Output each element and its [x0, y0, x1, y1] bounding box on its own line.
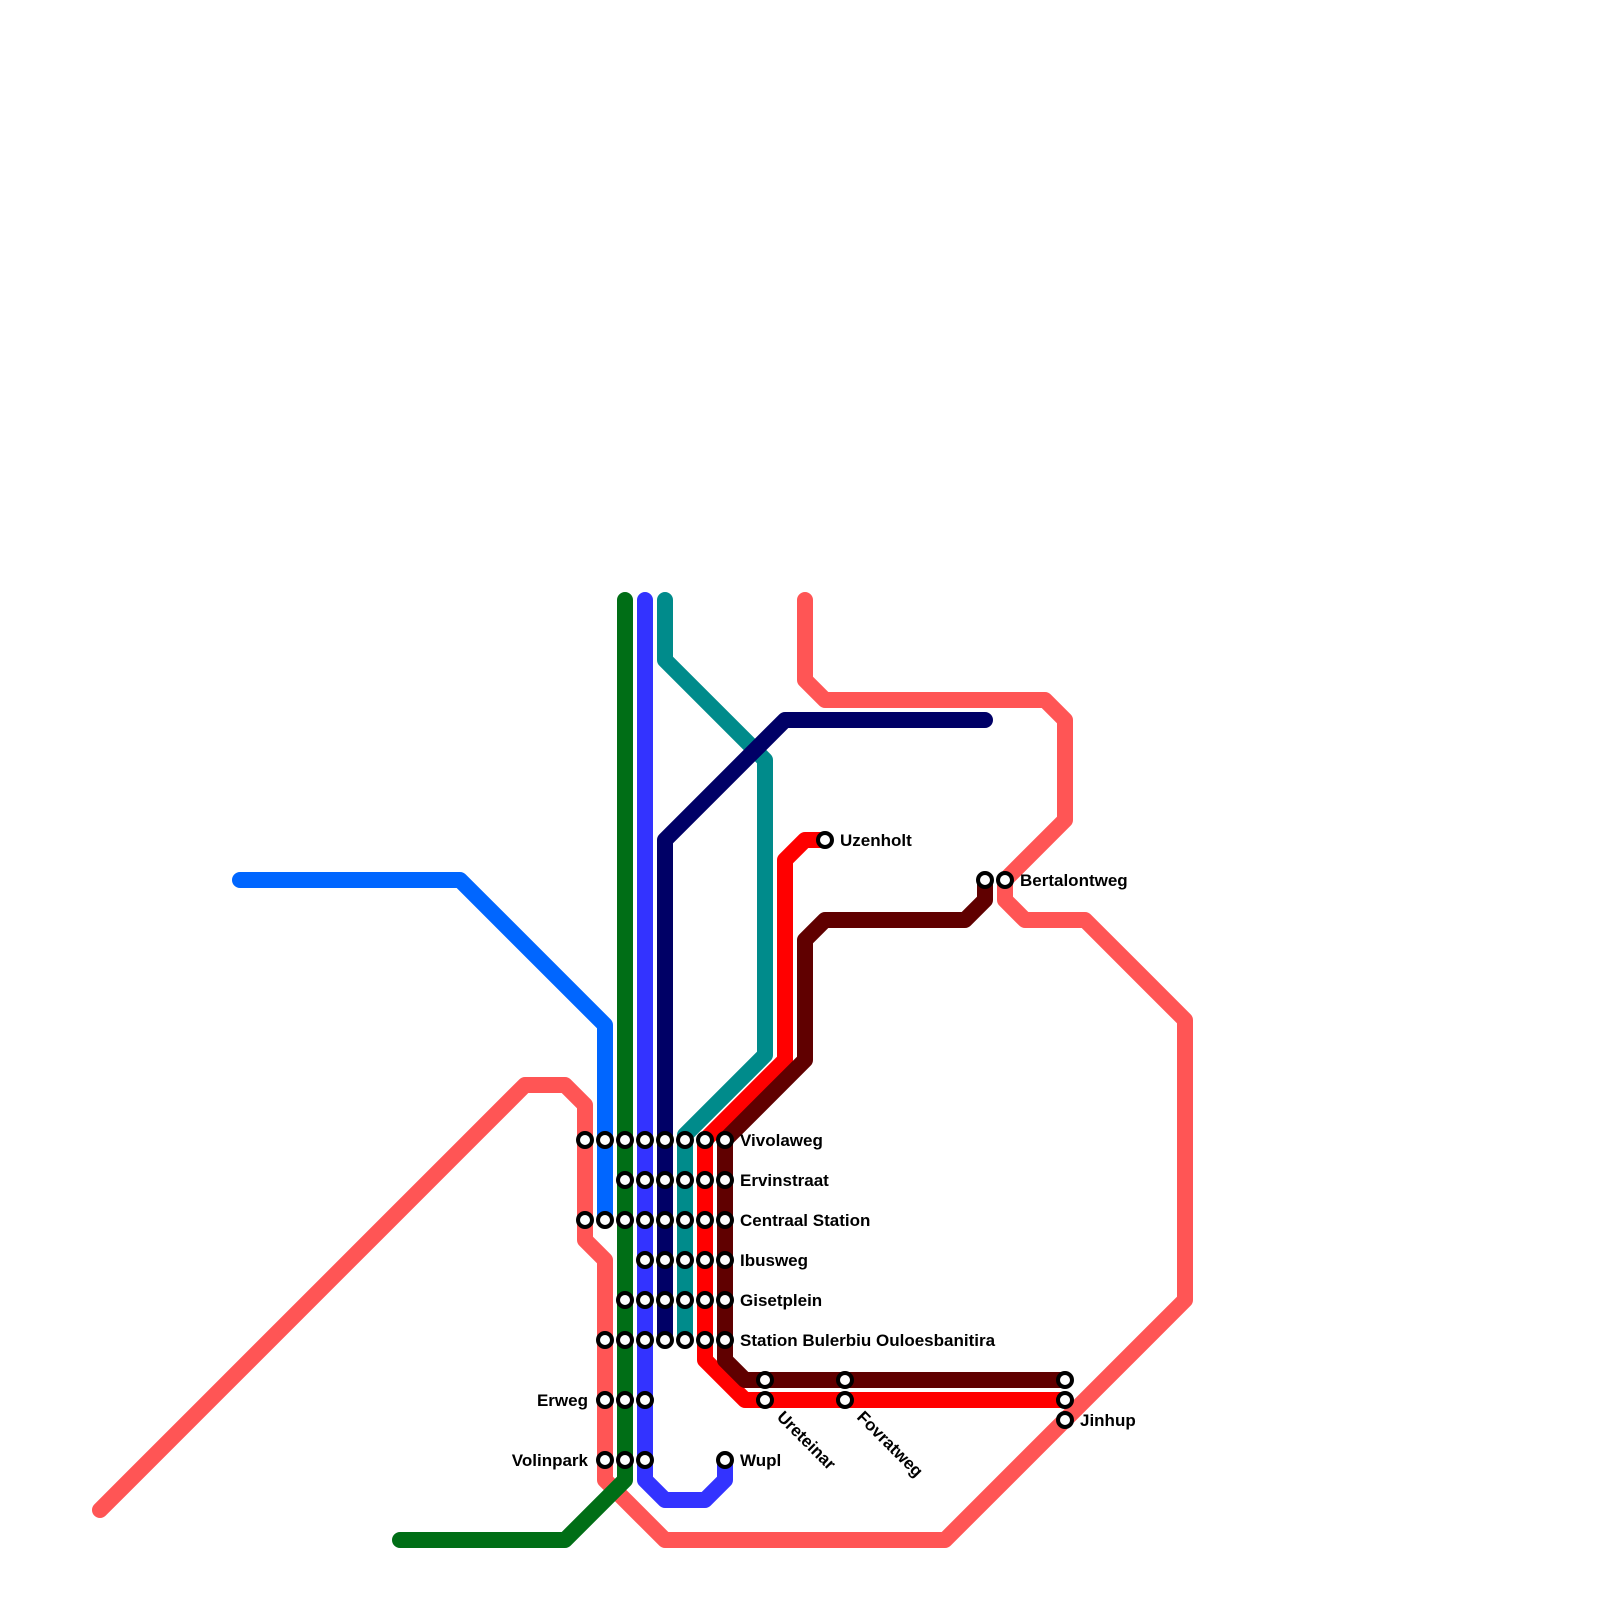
station-marker-bertalontweg — [996, 871, 1014, 889]
station-marker-gisetplein — [716, 1291, 734, 1309]
station-marker-ibusweg — [676, 1251, 694, 1269]
station-label-centraal-station: Centraal Station — [740, 1211, 870, 1230]
station-marker-station-bulerbiu-ouloesbanitira — [656, 1331, 674, 1349]
station-marker-vivolaweg — [636, 1131, 654, 1149]
red-line — [697, 832, 1073, 1408]
station-label-vivolaweg: Vivolaweg — [740, 1131, 823, 1150]
station-marker-fovratweg — [836, 1371, 854, 1389]
station-marker-centraal-station — [596, 1211, 614, 1229]
station-marker-centraal-station — [676, 1211, 694, 1229]
station-label-fovratweg: Fovratweg — [853, 1407, 927, 1481]
station-marker-centraal-station — [616, 1211, 634, 1229]
station-label-ibusweg: Ibusweg — [740, 1251, 808, 1270]
station-marker-gisetplein — [616, 1291, 634, 1309]
station-marker-centraal-station — [696, 1211, 714, 1229]
station-marker-station-bulerbiu-ouloesbanitira — [676, 1331, 694, 1349]
station-marker-jinhup — [1056, 1371, 1074, 1389]
station-marker-wupl — [716, 1451, 734, 1469]
station-marker-ervinstraat — [636, 1171, 654, 1189]
station-marker-centraal-station — [716, 1211, 734, 1229]
station-marker-vivolaweg — [656, 1131, 674, 1149]
station-marker-bertalontweg — [976, 871, 994, 889]
station-marker-ibusweg — [656, 1251, 674, 1269]
station-marker-ervinstraat — [676, 1171, 694, 1189]
station-marker-station-bulerbiu-ouloesbanitira — [636, 1331, 654, 1349]
station-marker-ervinstraat — [656, 1171, 674, 1189]
station-label-bertalontweg: Bertalontweg — [1020, 871, 1128, 890]
station-marker-jinhup — [1056, 1391, 1074, 1409]
station-marker-station-bulerbiu-ouloesbanitira — [696, 1331, 714, 1349]
station-marker-vivolaweg — [696, 1131, 714, 1149]
station-marker-ervinstraat — [716, 1171, 734, 1189]
station-marker-ureteinar — [756, 1371, 774, 1389]
station-label-erweg: Erweg — [537, 1391, 588, 1410]
station-marker-centraal-station — [656, 1211, 674, 1229]
station-marker-gisetplein — [636, 1291, 654, 1309]
station-marker-volinpark — [616, 1451, 634, 1469]
station-marker-ibusweg — [636, 1251, 654, 1269]
station-marker-volinpark — [636, 1451, 654, 1469]
station-marker-centraal-station — [636, 1211, 654, 1229]
station-marker-ibusweg — [696, 1251, 714, 1269]
station-marker-erweg — [596, 1391, 614, 1409]
station-marker-vivolaweg — [596, 1131, 614, 1149]
station-marker-uzenholt — [816, 831, 834, 849]
station-label-ureteinar: Ureteinar — [773, 1407, 839, 1473]
teal-line — [657, 592, 773, 1348]
station-label-gisetplein: Gisetplein — [740, 1291, 822, 1310]
station-label-jinhup: Jinhup — [1080, 1411, 1136, 1430]
station-marker-erweg — [636, 1391, 654, 1409]
station-marker-ibusweg — [716, 1251, 734, 1269]
station-marker-fovratweg — [836, 1391, 854, 1409]
station-marker-erweg — [616, 1391, 634, 1409]
station-marker-gisetplein — [676, 1291, 694, 1309]
station-label-wupl: Wupl — [740, 1451, 781, 1470]
station-marker-ervinstraat — [616, 1171, 634, 1189]
station-marker-jinhup — [1056, 1411, 1074, 1429]
station-marker-volinpark — [596, 1451, 614, 1469]
sky-blue-line — [232, 872, 613, 1228]
station-label-volinpark: Volinpark — [512, 1451, 589, 1470]
station-marker-station-bulerbiu-ouloesbanitira — [596, 1331, 614, 1349]
station-marker-vivolaweg — [576, 1131, 594, 1149]
navy-line — [657, 712, 993, 1348]
station-marker-gisetplein — [656, 1291, 674, 1309]
station-marker-ervinstraat — [696, 1171, 714, 1189]
station-marker-station-bulerbiu-ouloesbanitira — [616, 1331, 634, 1349]
station-marker-centraal-station — [576, 1211, 594, 1229]
station-marker-vivolaweg — [676, 1131, 694, 1149]
station-label-station-bulerbiu-ouloesbanitira: Station Bulerbiu Ouloesbanitira — [740, 1331, 996, 1350]
stations — [576, 831, 1074, 1469]
station-label-ervinstraat: Ervinstraat — [740, 1171, 829, 1190]
station-marker-ureteinar — [756, 1391, 774, 1409]
station-marker-station-bulerbiu-ouloesbanitira — [716, 1331, 734, 1349]
salmon-line — [92, 592, 1193, 1548]
station-marker-vivolaweg — [616, 1131, 634, 1149]
station-label-uzenholt: Uzenholt — [840, 831, 912, 850]
station-marker-gisetplein — [696, 1291, 714, 1309]
maroon-line — [717, 872, 1073, 1388]
green-line — [392, 592, 633, 1548]
station-marker-vivolaweg — [716, 1131, 734, 1149]
